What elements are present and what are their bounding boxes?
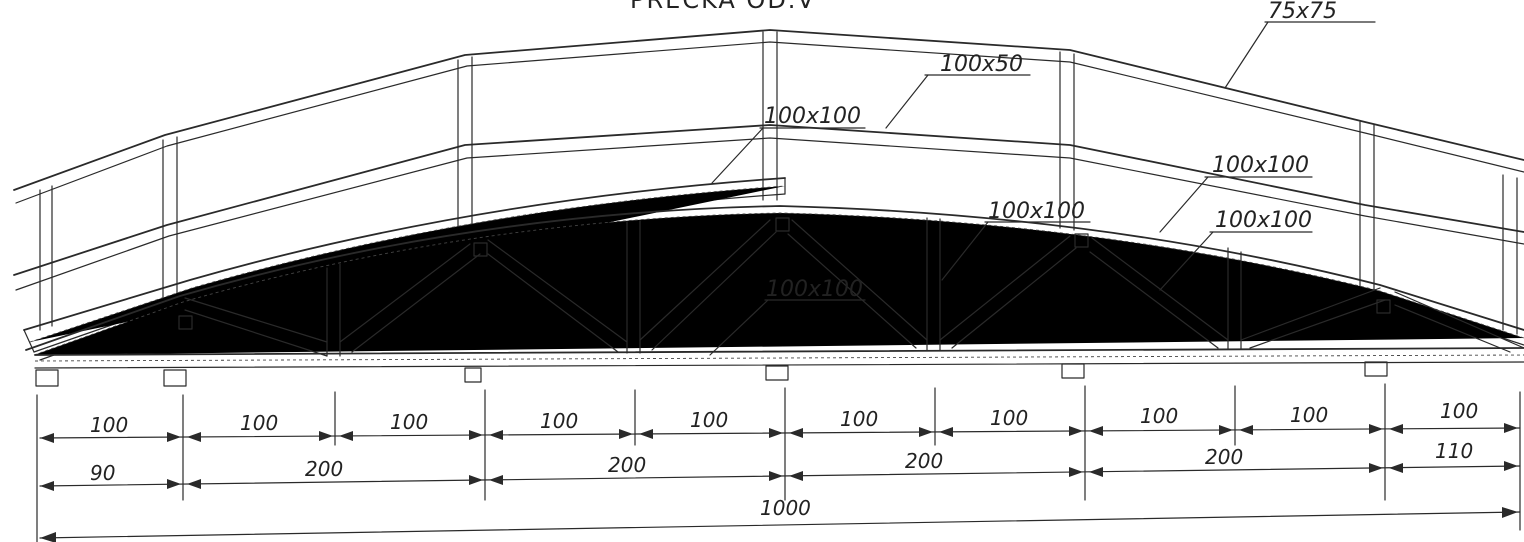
svg-text:200: 200 — [608, 453, 646, 477]
svg-text:100: 100 — [1440, 399, 1478, 423]
svg-text:200: 200 — [305, 457, 343, 481]
member-labels: 75x75 100x50 100x100 100x100 100x100 100… — [709, 0, 1376, 356]
dimensions: 100 100 100 100 100 100 100 100 100 100 … — [36, 383, 1521, 542]
svg-text:100: 100 — [540, 409, 578, 433]
row2-dims: 90 200 200 200 200 110 — [90, 439, 1473, 485]
svg-text:100: 100 — [90, 413, 128, 437]
label-diagonal-right: 100x100 — [1215, 208, 1312, 233]
row1-dims: 100 100 100 100 100 100 100 100 100 100 — [90, 399, 1478, 437]
total-arrows — [40, 507, 1518, 542]
total-dimension: 1000 — [760, 496, 811, 520]
top-handrail-lower-edge — [15, 41, 1524, 204]
bearing-blocks — [35, 361, 1388, 387]
top-chord-upper — [25, 205, 1524, 351]
railing — [13, 29, 1524, 335]
svg-text:100: 100 — [1140, 404, 1178, 428]
bottom-chord — [34, 347, 1524, 369]
label-middle-rail: 100x50 — [940, 52, 1023, 77]
drawing-title: PREČKA OD.V — [630, 0, 816, 14]
bottom-chord-top — [34, 347, 1524, 356]
svg-text:100: 100 — [690, 408, 728, 432]
svg-text:100: 100 — [840, 407, 878, 431]
svg-text:100: 100 — [990, 406, 1028, 430]
top-handrail — [13, 29, 1524, 191]
truss-diagonals — [184, 219, 1524, 357]
middle-rail — [13, 124, 1524, 276]
row1-arrows — [40, 423, 1518, 443]
row2-arrows — [40, 461, 1518, 491]
svg-text:100: 100 — [1290, 403, 1328, 427]
label-deck: 100x100 — [764, 104, 861, 129]
svg-text:100: 100 — [240, 411, 278, 435]
svg-text:200: 200 — [1205, 445, 1243, 469]
node-blocks — [178, 217, 1391, 330]
middle-rail-lower-edge — [15, 137, 1524, 291]
label-vertical: 100x100 — [988, 199, 1085, 224]
extension-lines — [36, 383, 1521, 542]
label-handrail: 75x75 — [1268, 0, 1337, 24]
top-chord — [25, 205, 1524, 361]
svg-text:110: 110 — [1435, 439, 1473, 463]
deck-top — [23, 177, 786, 331]
bottom-chord-bottom — [34, 361, 1524, 369]
truss-verticals — [326, 217, 1242, 357]
svg-text:200: 200 — [905, 449, 943, 473]
label-bottom-chord: 100x100 — [766, 277, 863, 302]
label-diagonal-left: 100x100 — [1212, 153, 1309, 178]
svg-text:90: 90 — [90, 461, 115, 485]
svg-text:100: 100 — [390, 410, 428, 434]
railing-posts — [39, 31, 1518, 335]
